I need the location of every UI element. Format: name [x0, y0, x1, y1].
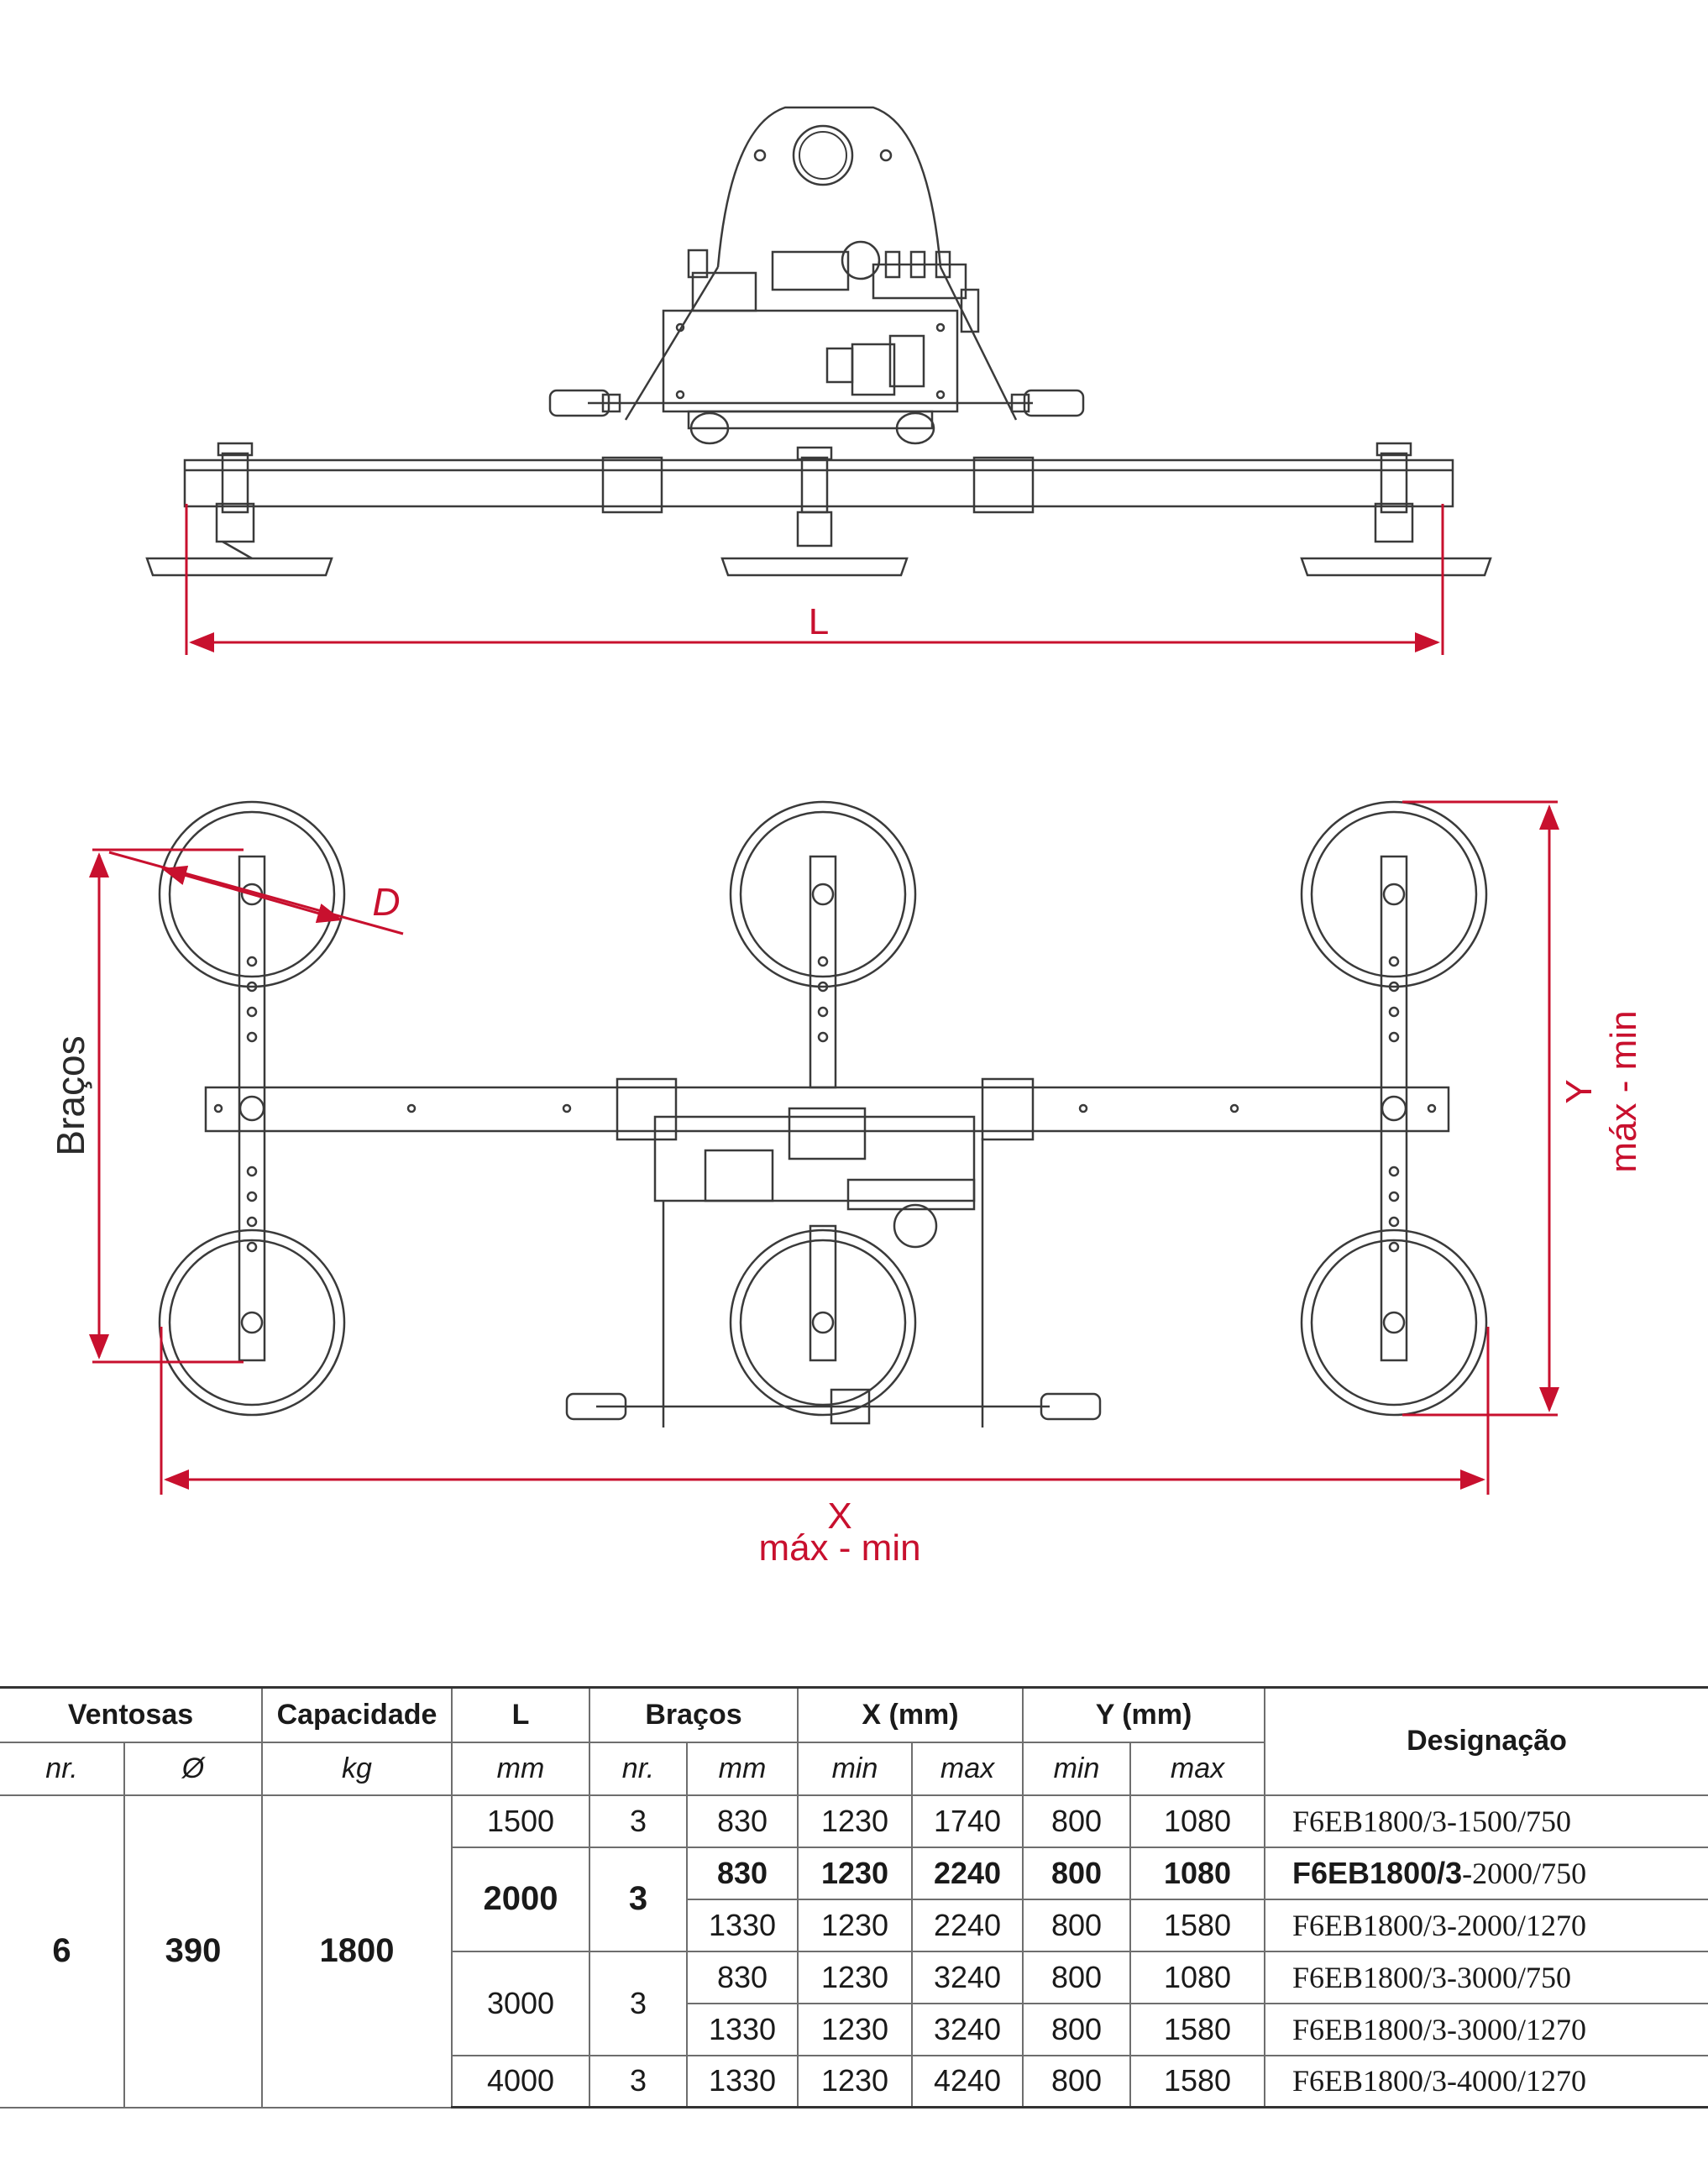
cell-x-min: 1230: [797, 1898, 913, 1952]
cell-L: 4000: [452, 2054, 590, 2109]
side-view: [145, 106, 1492, 577]
cell-y-min: 800: [1022, 1950, 1131, 2004]
suction-cup: [158, 1228, 346, 1417]
dim-L-label: L: [809, 601, 829, 642]
suction-cup: [729, 1228, 917, 1417]
unit-mm: mm: [686, 1741, 799, 1796]
cell-bracos-mm: 1330: [687, 1898, 799, 1952]
cell-y-max: 1580: [1129, 2002, 1265, 2056]
cell-y-max: 1080: [1129, 1950, 1265, 2004]
cell-x-min: 1230: [797, 2054, 913, 2109]
cell-designacao: F6EB1800/3-3000/750: [1264, 1950, 1708, 2004]
table-row: 3000 3 830 1230 3240 800 1080 F6EB1800/3…: [0, 1950, 1708, 2056]
cell-y-min: 800: [1022, 1794, 1131, 1848]
cell-ventosas-nr: 6: [0, 1794, 125, 2109]
designacao-rest: -2000/750: [1462, 1856, 1587, 1890]
unit-x-min: min: [797, 1741, 913, 1796]
dimension-D: [108, 851, 404, 935]
cell-bracos-nr: 3: [589, 1794, 688, 1848]
unit-y-min: min: [1022, 1741, 1131, 1796]
cell-bracos-mm: 1330: [686, 2054, 799, 2109]
cell-designacao: F6EB1800/3-1500/750: [1264, 1794, 1708, 1848]
unit-nr: nr.: [0, 1741, 125, 1796]
cell-ventosas-diameter: 390: [123, 1794, 263, 2109]
cell-y-max: 1580: [1129, 2054, 1265, 2109]
cell-bracos-nr: 3: [589, 2054, 688, 2109]
table-row: 2000 3 830 1230 2240 800 1080 F6EB1800/3…: [0, 1846, 1708, 1952]
dim-X-range: máx - min: [758, 1527, 920, 1569]
suction-cup: [729, 800, 917, 988]
cell-x-min: 1230: [797, 1950, 913, 2004]
cell-y-max: 1080: [1129, 1794, 1265, 1848]
cell-designacao: F6EB1800/3-4000/1270: [1264, 2054, 1708, 2109]
cell-x-max: 1740: [911, 1794, 1024, 1848]
header-ventosas: Ventosas: [0, 1686, 263, 1743]
cell-x-max: 2240: [911, 1898, 1024, 1952]
cell-bracos-mm: 830: [686, 1794, 799, 1848]
technical-drawing: L: [49, 106, 1644, 1569]
cell-designacao: F6EB1800/3-2000/750: [1264, 1846, 1708, 1900]
header-row: Ventosas Capacidade L Braços X (mm) Y (m…: [0, 1686, 1708, 1796]
cell-bracos-nr: 3: [589, 1950, 688, 2056]
unit-x-max: max: [911, 1741, 1024, 1796]
unit-diameter: Ø: [123, 1741, 263, 1796]
cell-designacao: F6EB1800/3-2000/1270: [1264, 1898, 1708, 1952]
header-designacao: Designação: [1264, 1686, 1708, 1796]
cell-x-min: 1230: [797, 2002, 913, 2056]
unit-mm: mm: [451, 1741, 590, 1796]
designacao-bold: F6EB1800/3: [1292, 1855, 1463, 1890]
cell-y-min: 800: [1022, 2002, 1131, 2056]
suction-cup: [1300, 1228, 1488, 1417]
unit-y-max: max: [1129, 1741, 1265, 1796]
dimension-Y: [1402, 800, 1559, 1417]
cell-x-min: 1230: [797, 1794, 913, 1848]
cell-x-min: 1230: [797, 1846, 913, 1900]
table-row: 1330 1230 2240 800 1580 F6EB1800/3-2000/…: [0, 1898, 1708, 1952]
cell-y-min: 800: [1022, 1898, 1131, 1952]
dim-X-label: X: [827, 1496, 851, 1537]
unit-kg: kg: [261, 1741, 453, 1796]
cell-y-min: 800: [1022, 1846, 1131, 1900]
units-row: nr. Ø kg mm nr. mm min max min max: [0, 1741, 1708, 1796]
specification-table: Ventosas Capacidade L Braços X (mm) Y (m…: [0, 1686, 1708, 2109]
table-row: 1330 1230 3240 800 1580 F6EB1800/3-3000/…: [0, 2002, 1708, 2056]
suction-cup: [1300, 800, 1488, 988]
table-row: 6 390 1800 1500 3 830 1230 1740 800 1080…: [0, 1794, 1708, 2109]
header-x: X (mm): [797, 1686, 1024, 1743]
top-view: [158, 800, 1488, 1428]
dim-bracos-label: Braços: [49, 1035, 92, 1155]
cell-L: 3000: [452, 1950, 590, 2056]
cell-x-max: 3240: [911, 2002, 1024, 2056]
cell-capacidade: 1800: [261, 1794, 453, 2109]
cell-x-max: 3240: [911, 1950, 1024, 2004]
dim-D-label: D: [372, 880, 400, 924]
cell-y-max: 1580: [1129, 1898, 1265, 1952]
dimension-X: [160, 1327, 1490, 1495]
cell-x-max: 2240: [911, 1846, 1024, 1900]
header-capacidade: Capacidade: [261, 1686, 453, 1743]
cell-L: 2000: [452, 1846, 590, 1952]
table-row: 4000 3 1330 1230 4240 800 1580 F6EB1800/…: [0, 2054, 1708, 2109]
cell-y-max: 1080: [1129, 1846, 1265, 1900]
cell-bracos-mm: 830: [686, 1950, 799, 2004]
dimension-L: [185, 504, 1444, 655]
dimension-bracos: [89, 848, 244, 1364]
cell-bracos-mm: 830: [686, 1846, 799, 1900]
cell-L: 1500: [451, 1794, 590, 1848]
header-y: Y (mm): [1022, 1686, 1265, 1743]
cell-bracos-mm: 1330: [687, 2002, 799, 2056]
dim-Y-label: Y: [1559, 1079, 1600, 1103]
dim-Y-range: máx - min: [1603, 1010, 1644, 1172]
cell-y-min: 800: [1022, 2054, 1131, 2109]
unit-nr: nr.: [589, 1741, 688, 1796]
cell-x-max: 4240: [911, 2054, 1024, 2109]
header-bracos: Braços: [589, 1686, 799, 1743]
cell-designacao: F6EB1800/3-3000/1270: [1264, 2002, 1708, 2056]
cell-bracos-nr: 3: [589, 1846, 688, 1952]
header-L: L: [451, 1686, 590, 1743]
